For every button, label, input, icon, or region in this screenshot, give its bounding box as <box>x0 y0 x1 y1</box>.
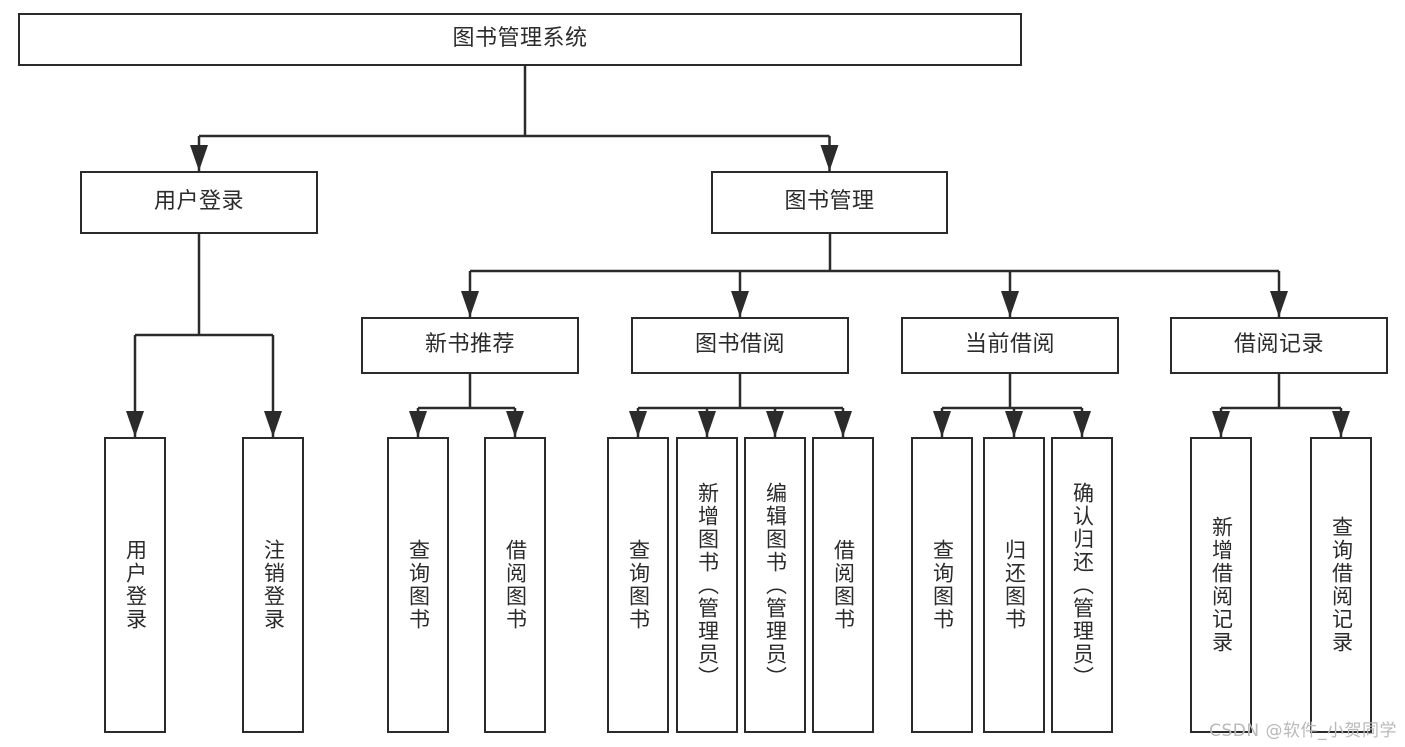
node-leaf-user-login[interactable]: 用户登录 <box>104 437 166 733</box>
node-label-leaf-add-record: 新增借阅记录 <box>1209 516 1234 654</box>
node-leaf-query-book-3[interactable]: 查询图书 <box>911 437 973 733</box>
node-label-borrow-record: 借阅记录 <box>1233 332 1324 358</box>
arrowhead-new-book-recommend-to-leaf-borrow-book-1 <box>506 411 524 437</box>
node-book-borrow[interactable]: 图书借阅 <box>631 317 849 374</box>
arrowhead-root-to-user-login <box>190 145 208 171</box>
node-label-leaf-query-book-2: 查询图书 <box>626 539 651 631</box>
arrowhead-book-borrow-to-leaf-query-book-2 <box>629 411 647 437</box>
node-label-current-borrow: 当前借阅 <box>964 332 1055 358</box>
arrowhead-user-login-to-leaf-user-login <box>126 411 144 437</box>
node-borrow-record[interactable]: 借阅记录 <box>1170 317 1388 374</box>
arrowhead-current-borrow-to-leaf-confirm-return <box>1073 411 1091 437</box>
node-label-root: 图书管理系统 <box>452 26 588 52</box>
node-label-leaf-edit-book: 编辑图书（管理员） <box>763 481 788 689</box>
node-label-leaf-query-book-1: 查询图书 <box>406 539 431 631</box>
node-leaf-add-book[interactable]: 新增图书（管理员） <box>676 437 738 733</box>
arrowhead-current-borrow-to-leaf-query-book-3 <box>933 411 951 437</box>
node-leaf-query-record[interactable]: 查询借阅记录 <box>1310 437 1372 733</box>
node-book-manage[interactable]: 图书管理 <box>711 171 948 234</box>
arrowhead-root-to-book-manage <box>820 145 839 171</box>
node-leaf-query-book-2[interactable]: 查询图书 <box>607 437 669 733</box>
node-label-user-login: 用户登录 <box>153 189 244 215</box>
csdn-watermark: CSDN @软件_小贺同学 <box>1209 721 1397 741</box>
arrowhead-book-borrow-to-leaf-add-book <box>698 411 716 437</box>
node-user-login[interactable]: 用户登录 <box>80 171 318 234</box>
node-label-leaf-confirm-return: 确认归还（管理员） <box>1070 481 1095 689</box>
arrowhead-book-borrow-to-leaf-borrow-book-2 <box>834 411 852 437</box>
node-label-leaf-query-record: 查询借阅记录 <box>1329 516 1354 654</box>
node-leaf-query-book-1[interactable]: 查询图书 <box>387 437 449 733</box>
arrowhead-book-manage-to-book-borrow <box>731 291 749 317</box>
node-leaf-edit-book[interactable]: 编辑图书（管理员） <box>744 437 806 733</box>
node-label-book-manage: 图书管理 <box>784 189 875 215</box>
node-label-leaf-borrow-book-2: 借阅图书 <box>831 539 856 631</box>
arrowhead-current-borrow-to-leaf-return-book <box>1005 411 1023 437</box>
node-new-book-recommend[interactable]: 新书推荐 <box>361 317 579 374</box>
arrowhead-book-borrow-to-leaf-edit-book <box>766 411 784 437</box>
node-label-leaf-borrow-book-1: 借阅图书 <box>503 539 528 631</box>
node-label-book-borrow: 图书借阅 <box>694 332 785 358</box>
node-leaf-confirm-return[interactable]: 确认归还（管理员） <box>1051 437 1113 733</box>
arrowhead-book-manage-to-current-borrow <box>1001 291 1019 317</box>
node-current-borrow[interactable]: 当前借阅 <box>901 317 1119 374</box>
node-label-leaf-query-book-3: 查询图书 <box>930 539 955 631</box>
node-leaf-user-logout[interactable]: 注销登录 <box>242 437 304 733</box>
arrowhead-user-login-to-leaf-user-logout <box>264 411 282 437</box>
arrowhead-new-book-recommend-to-leaf-query-book-1 <box>409 411 427 437</box>
node-label-leaf-user-logout: 注销登录 <box>261 539 286 631</box>
node-label-leaf-user-login: 用户登录 <box>123 539 148 631</box>
arrowhead-book-manage-to-borrow-record <box>1270 291 1288 317</box>
node-label-leaf-add-book: 新增图书（管理员） <box>695 481 720 689</box>
node-root[interactable]: 图书管理系统 <box>18 13 1022 66</box>
arrowhead-borrow-record-to-leaf-query-record <box>1332 411 1350 437</box>
node-leaf-borrow-book-1[interactable]: 借阅图书 <box>484 437 546 733</box>
arrowhead-borrow-record-to-leaf-add-record <box>1212 411 1230 437</box>
node-leaf-return-book[interactable]: 归还图书 <box>983 437 1045 733</box>
node-label-leaf-return-book: 归还图书 <box>1002 539 1027 631</box>
node-leaf-add-record[interactable]: 新增借阅记录 <box>1190 437 1252 733</box>
node-leaf-borrow-book-2[interactable]: 借阅图书 <box>812 437 874 733</box>
node-label-new-book-recommend: 新书推荐 <box>424 332 515 358</box>
arrowhead-book-manage-to-new-book-recommend <box>461 291 479 317</box>
